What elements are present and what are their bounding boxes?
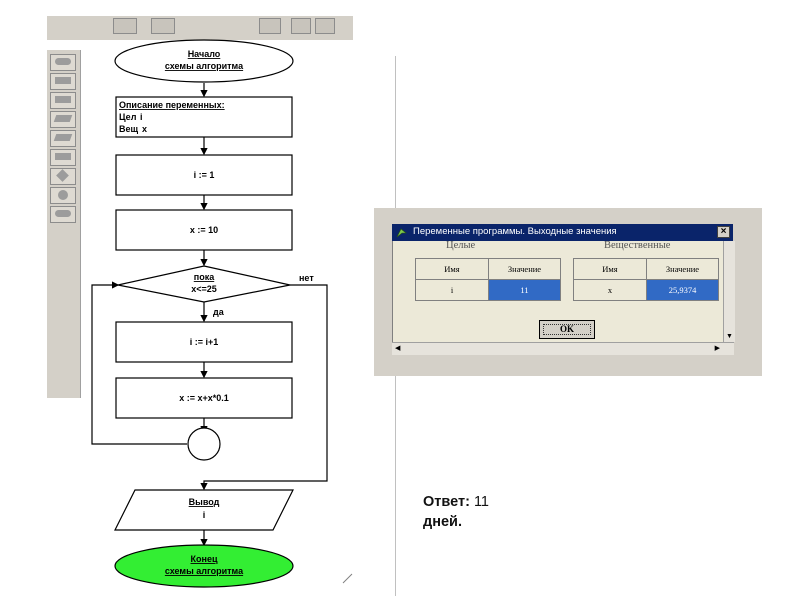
ok-button-label: OK <box>559 324 574 334</box>
table-header-row: Имя Значение <box>415 258 561 280</box>
column-header: Имя <box>415 258 489 280</box>
update-x-block[interactable] <box>115 377 293 419</box>
palette-process-block[interactable] <box>50 92 76 109</box>
loop-connector[interactable] <box>187 427 221 461</box>
palette-decision-block[interactable] <box>50 168 76 185</box>
end-label-line2: схемы алгоритма <box>165 566 244 576</box>
output-title: Вывод <box>189 497 220 507</box>
vertical-scrollbar[interactable]: ▼ <box>723 241 735 342</box>
int-variables-table: Имя Значение i 11 <box>415 258 561 301</box>
variables-title: Описание переменных: <box>119 100 225 110</box>
condition-block[interactable] <box>117 265 291 303</box>
int-variable: i <box>140 112 143 122</box>
real-group-label: Вещественные <box>604 241 671 251</box>
end-block[interactable] <box>114 544 294 588</box>
block-palette <box>47 50 81 398</box>
int-keyword: Цел <box>119 112 137 122</box>
focus-rectangle <box>543 324 591 335</box>
window-title: Переменные программы. Выходные значения <box>413 226 617 237</box>
start-label-line1: Начало <box>188 49 221 59</box>
increment-i-text: i := i+1 <box>190 337 219 347</box>
answer-unit: дней. <box>423 514 462 530</box>
assign-x-block[interactable] <box>115 209 293 251</box>
window-title-bar[interactable]: Переменные программы. Выходные значения … <box>392 224 733 241</box>
resize-grip[interactable] <box>342 573 353 584</box>
real-keyword: Вещ <box>119 124 139 134</box>
label-no: нет <box>299 273 314 283</box>
palette-io-block[interactable] <box>50 111 76 128</box>
increment-i-block[interactable] <box>115 321 293 363</box>
run-button[interactable] <box>259 18 281 34</box>
palette-end-block[interactable] <box>50 206 76 223</box>
update-x-text: x := x+x*0.1 <box>179 393 229 403</box>
answer-text: Ответ: 11 дней. <box>423 492 489 532</box>
table-row[interactable]: i 11 <box>415 279 561 301</box>
variable-value-cell[interactable]: 25,9374 <box>646 279 719 301</box>
table-row[interactable]: x 25,9374 <box>573 279 719 301</box>
horizontal-scrollbar[interactable]: ◀ ▶ <box>392 342 734 355</box>
scroll-down-icon[interactable]: ▼ <box>726 333 733 340</box>
real-variables-table: Имя Значение x 25,9374 <box>573 258 719 301</box>
window-content: Целые Вещественные Имя Значение i 11 Имя… <box>392 241 724 342</box>
int-group-label: Целые <box>446 241 476 251</box>
start-label-line2: схемы алгоритма <box>165 61 244 71</box>
step-button[interactable] <box>291 18 311 34</box>
start-block[interactable] <box>114 39 294 83</box>
toolbar-button[interactable] <box>151 18 175 34</box>
palette-process-block[interactable] <box>50 149 76 166</box>
variables-block[interactable] <box>115 96 293 138</box>
column-header: Значение <box>646 258 719 280</box>
stop-button[interactable] <box>315 18 335 34</box>
real-variable: x <box>142 124 147 134</box>
editor-toolbar <box>47 16 353 40</box>
scroll-right-icon[interactable]: ▶ <box>714 345 720 352</box>
scroll-left-icon[interactable]: ◀ <box>395 345 401 352</box>
end-label-line1: Конец <box>191 554 218 564</box>
palette-connector-block[interactable] <box>50 187 76 204</box>
assign-i-text: i := 1 <box>194 170 215 180</box>
table-header-row: Имя Значение <box>573 258 719 280</box>
toolbar-button[interactable] <box>113 18 137 34</box>
output-variable: i <box>203 510 206 520</box>
answer-label: Ответ: <box>423 494 470 510</box>
assign-i-block[interactable] <box>115 154 293 196</box>
palette-begin-block[interactable] <box>50 54 76 71</box>
variable-name-cell[interactable]: x <box>573 279 647 301</box>
palette-process-block[interactable] <box>50 73 76 90</box>
answer-number: 11 <box>473 494 489 510</box>
assign-x-text: x := 10 <box>190 225 218 235</box>
app-icon <box>396 228 407 238</box>
label-yes: да <box>213 307 225 317</box>
ok-button[interactable]: OK <box>539 320 595 339</box>
output-block[interactable] <box>114 489 294 531</box>
variable-value-cell[interactable]: 11 <box>488 279 561 301</box>
column-header: Значение <box>488 258 561 280</box>
palette-io-block[interactable] <box>50 130 76 147</box>
variable-name-cell[interactable]: i <box>415 279 489 301</box>
column-header: Имя <box>573 258 647 280</box>
condition-expression: x<=25 <box>191 284 217 294</box>
close-icon[interactable]: × <box>717 226 730 238</box>
condition-keyword: пока <box>194 272 215 282</box>
